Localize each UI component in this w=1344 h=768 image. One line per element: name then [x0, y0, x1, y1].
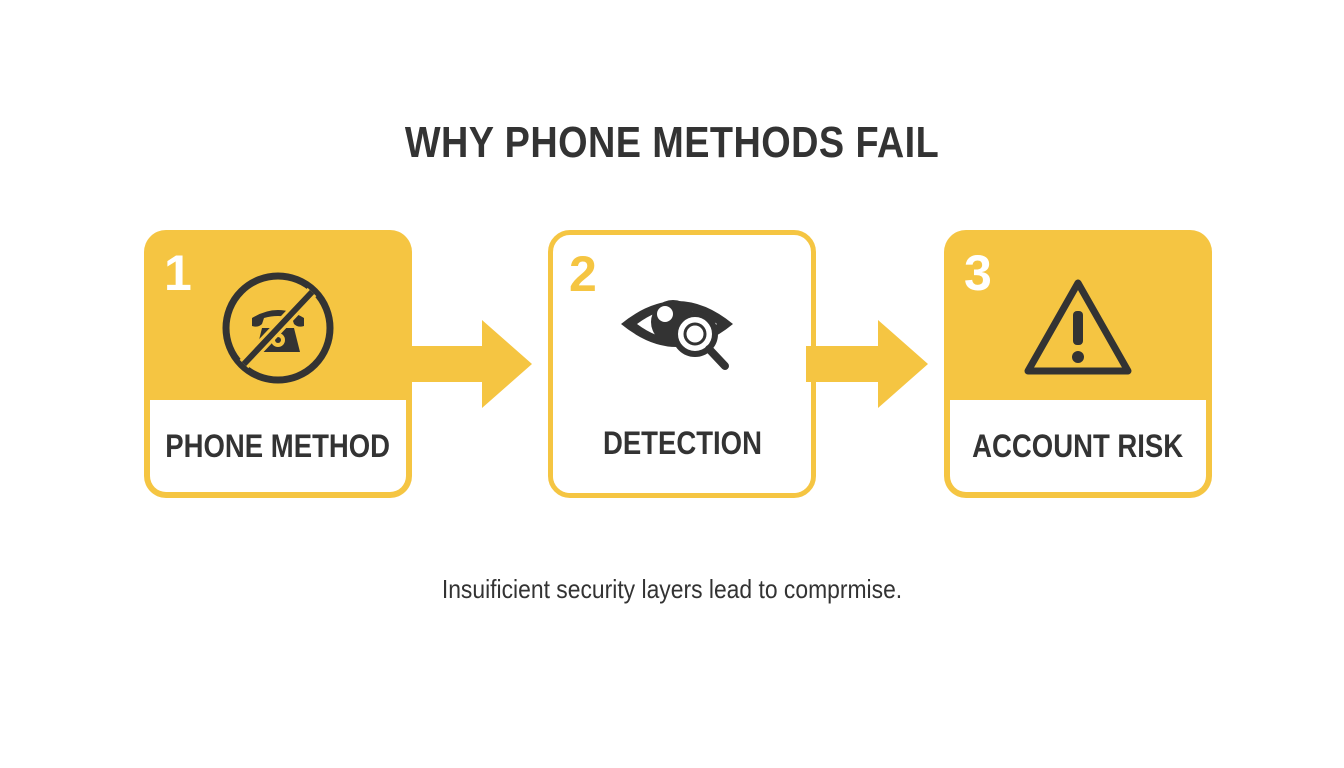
warning-triangle-icon: [944, 258, 1212, 398]
step-card-detection: 2 DETECTION: [548, 230, 816, 498]
eye-magnifier-icon: [553, 258, 806, 398]
caption-text: Insuificient security layers lead to com…: [441, 574, 903, 604]
step-number: 2: [569, 246, 597, 302]
step-number: 3: [964, 245, 992, 301]
step-label: PHONE METHOD: [165, 427, 391, 464]
step-label: DETECTION: [602, 424, 762, 461]
step-number: 1: [164, 245, 192, 301]
step-card-account-risk: 3 ACCOUNT RISK: [944, 230, 1212, 498]
step-label-box: DETECTION: [553, 393, 811, 493]
step-label: ACCOUNT RISK: [972, 427, 1184, 464]
diagram-title: WHY PHONE METHODS FAIL: [404, 118, 940, 167]
step-label-box: ACCOUNT RISK: [950, 400, 1206, 492]
step-card-phone-method: 1 PHONE METHOD: [144, 230, 412, 498]
arrow-right-icon: [410, 320, 532, 408]
arrow-right-icon: [806, 320, 928, 408]
step-label-box: PHONE METHOD: [150, 400, 406, 492]
no-phone-icon: [144, 258, 412, 398]
